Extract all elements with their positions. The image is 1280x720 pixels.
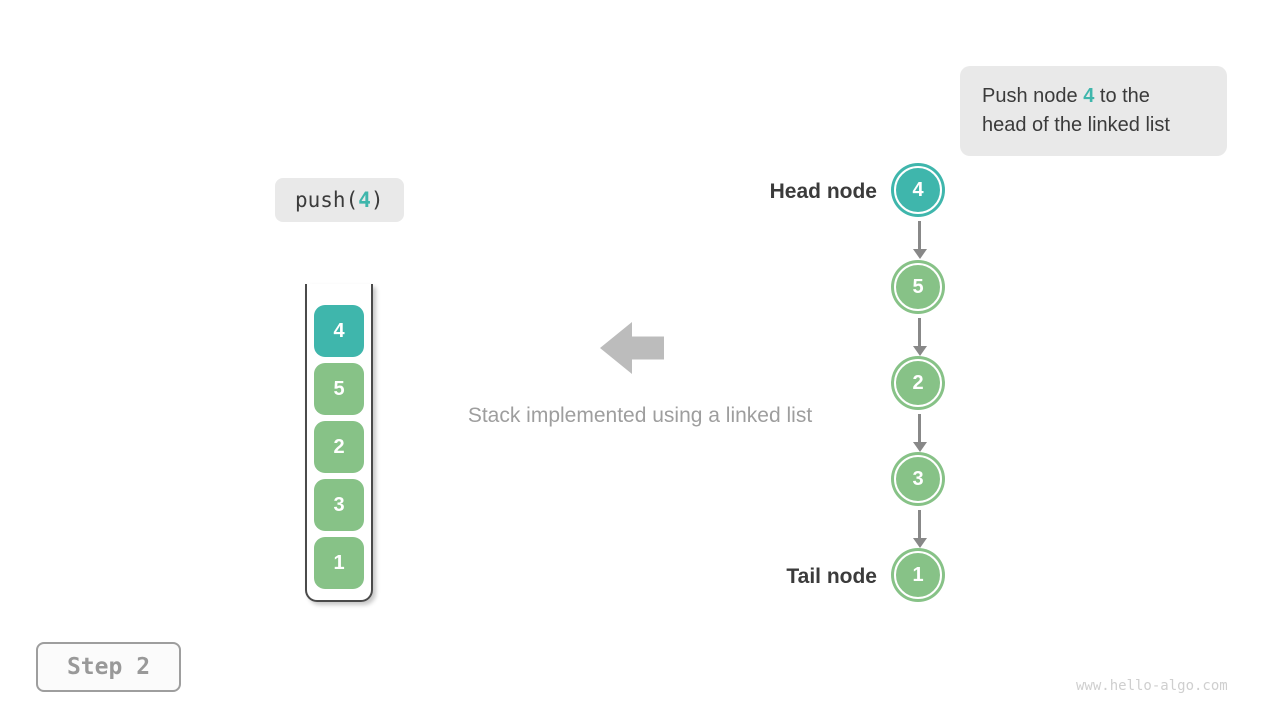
instruction-text-suffix: to the (1094, 85, 1150, 107)
down-arrow-icon (918, 510, 921, 539)
code-box: push(4) (275, 178, 404, 222)
stack-cell: 3 (314, 479, 364, 531)
instruction-highlighted-value: 4 (1083, 85, 1095, 107)
linked-list-node: 1 (894, 551, 942, 599)
left-block-arrow-icon (600, 322, 664, 374)
instruction-text-prefix: Push node (982, 85, 1084, 107)
stack-cell: 2 (314, 421, 364, 473)
linked-list-node: 2 (894, 359, 942, 407)
caption-text: Stack implemented using a linked list (467, 404, 813, 427)
step-badge: Step 2 (36, 642, 181, 692)
instruction-box: Push node 4 to the head of the linked li… (960, 66, 1227, 156)
instruction-text-line2: head of the linked list (982, 114, 1170, 136)
tail-node-label: Tail node (786, 565, 877, 588)
linked-list-node: 5 (894, 263, 942, 311)
code-close: ) (370, 188, 384, 212)
linked-list-node: 3 (894, 455, 942, 503)
stack-container: 4 5 2 3 1 (305, 284, 373, 602)
head-node-label: Head node (769, 180, 877, 203)
stack-cell: 5 (314, 363, 364, 415)
watermark-text: www.hello-algo.com (1076, 678, 1228, 694)
code-fn: push( (295, 188, 359, 212)
down-arrow-icon (918, 318, 921, 347)
stack-cell: 4 (314, 305, 364, 357)
code-arg: 4 (358, 188, 371, 212)
down-arrow-icon (918, 221, 921, 250)
stack-cell: 1 (314, 537, 364, 589)
down-arrow-icon (918, 414, 921, 443)
linked-list-node: 4 (894, 166, 942, 214)
